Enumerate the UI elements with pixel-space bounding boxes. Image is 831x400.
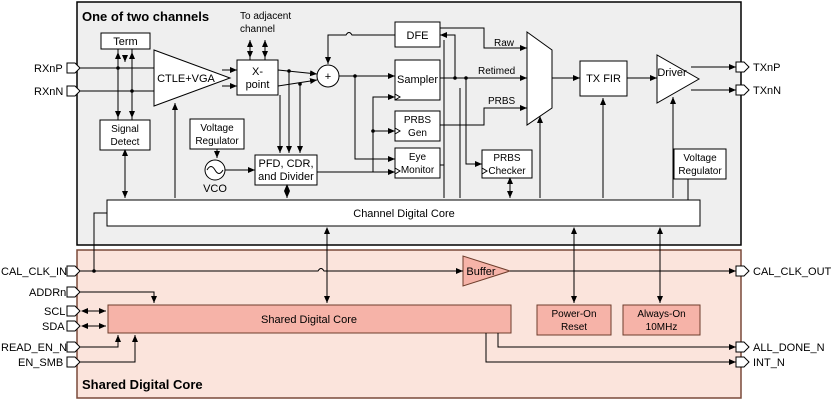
pfd-cdr-divider-block	[254, 154, 318, 186]
buffer-label: Buffer	[466, 266, 495, 278]
power-on-reset-label: Power-On	[551, 309, 596, 320]
output-mux	[526, 31, 553, 126]
svg-text:RXnP: RXnP	[34, 63, 63, 75]
svg-text:CAL_CLK_OUT: CAL_CLK_OUT	[753, 266, 831, 278]
voltage-regulator-left-label: Voltage	[200, 123, 234, 134]
voltage-regulator-right-label-2: Regulator	[678, 166, 722, 177]
ctle-vga-amplifier	[153, 49, 232, 107]
pin-read-en-n: READ_EN_N	[1, 341, 81, 354]
mux-retimed-label: Retimed	[478, 66, 515, 77]
shared-digital-core-label: Shared Digital Core	[261, 314, 357, 326]
pin-rxnp: RXnP	[34, 62, 81, 75]
pin-sda: SDA	[42, 320, 81, 333]
eye-monitor-block	[394, 147, 441, 179]
svg-text:RXnN: RXnN	[34, 86, 63, 98]
pin-cal-clk-out: CAL_CLK_OUT	[735, 265, 831, 278]
voltage-regulator-left-label-2: Regulator	[195, 136, 239, 147]
power-on-reset-block	[536, 304, 612, 336]
pfd-label-2: and Divider	[258, 171, 314, 183]
signal-detect-label-2: Detect	[111, 137, 140, 148]
sampler-block	[394, 59, 441, 101]
power-on-reset-label-2: Reset	[561, 322, 587, 333]
pin-txnn: TXnN	[735, 84, 781, 97]
svg-text:INT_N: INT_N	[753, 357, 785, 369]
voltage-regulator-right-label: Voltage	[683, 153, 717, 164]
summing-node-sign: +	[325, 71, 331, 83]
pin-txnp: TXnP	[735, 61, 781, 74]
svg-text:TXnP: TXnP	[753, 62, 781, 74]
tx-fir-label: TX FIR	[586, 73, 621, 85]
pfd-label: PFD, CDR,	[259, 158, 314, 170]
svg-text:READ_EN_N: READ_EN_N	[1, 342, 67, 354]
shared-digital-core	[107, 304, 512, 334]
always-on-10mhz-block	[622, 304, 701, 336]
signal-detect-block	[99, 119, 151, 151]
pin-addrn: ADDRn	[29, 286, 81, 299]
pin-int-n: INT_N	[735, 356, 785, 369]
xpoint-label-2: point	[246, 79, 270, 91]
pin-rxnn: RXnN	[34, 85, 81, 98]
adjacent-channel-note: To adjacent	[240, 11, 291, 22]
channel-digital-core-label: Channel Digital Core	[353, 208, 455, 220]
vco-label: VCO	[203, 183, 227, 195]
svg-text:EN_SMB: EN_SMB	[18, 357, 63, 369]
signal-detect-label: Signal	[111, 124, 139, 135]
voltage-regulator-left	[189, 118, 245, 150]
eye-monitor-label-2: Monitor	[401, 165, 435, 176]
pin-cal-clk-in: CAL_CLK_IN	[1, 265, 81, 278]
eye-monitor-label: Eye	[409, 152, 427, 163]
svg-text:CAL_CLK_IN: CAL_CLK_IN	[1, 266, 67, 278]
svg-text:TXnN: TXnN	[753, 85, 781, 97]
channel-digital-core	[106, 199, 701, 227]
voltage-regulator-right	[673, 148, 727, 180]
shared-section-title: Shared Digital Core	[82, 377, 203, 392]
prbs-gen-label-2: Gen	[408, 128, 427, 139]
dfe-label: DFE	[407, 30, 429, 42]
driver-amplifier	[656, 54, 701, 104]
prbs-gen-label: PRBS	[404, 115, 432, 126]
pin-scl: SCL	[44, 305, 81, 318]
mux-raw-label: Raw	[494, 38, 515, 49]
xpoint-label: X-	[252, 66, 263, 78]
prbs-gen-block	[394, 110, 441, 142]
driver-label: Driver	[657, 67, 687, 79]
svg-text:SDA: SDA	[42, 321, 65, 333]
term-label: Term	[113, 36, 137, 48]
svg-text:ALL_DONE_N: ALL_DONE_N	[753, 342, 825, 354]
always-on-label-2: 10MHz	[646, 322, 678, 333]
sampler-label: Sampler	[397, 74, 438, 86]
pin-all-done-n: ALL_DONE_N	[735, 341, 825, 354]
dfe-block	[394, 21, 441, 48]
prbs-checker-label-2: Checker	[488, 166, 526, 177]
adjacent-channel-note-2: channel	[240, 24, 275, 35]
always-on-label: Always-On	[637, 309, 685, 320]
channel-section-title: One of two channels	[82, 9, 209, 24]
mux-prbs-label: PRBS	[488, 96, 516, 107]
prbs-checker-label: PRBS	[493, 153, 521, 164]
xpoint-block	[236, 59, 279, 96]
pin-en-smb: EN_SMB	[18, 356, 81, 369]
ctle-vga-label: CTLE+VGA	[157, 73, 215, 85]
svg-text:ADDRn: ADDRn	[29, 287, 66, 299]
term-block	[100, 32, 151, 50]
svg-text:SCL: SCL	[44, 306, 65, 318]
